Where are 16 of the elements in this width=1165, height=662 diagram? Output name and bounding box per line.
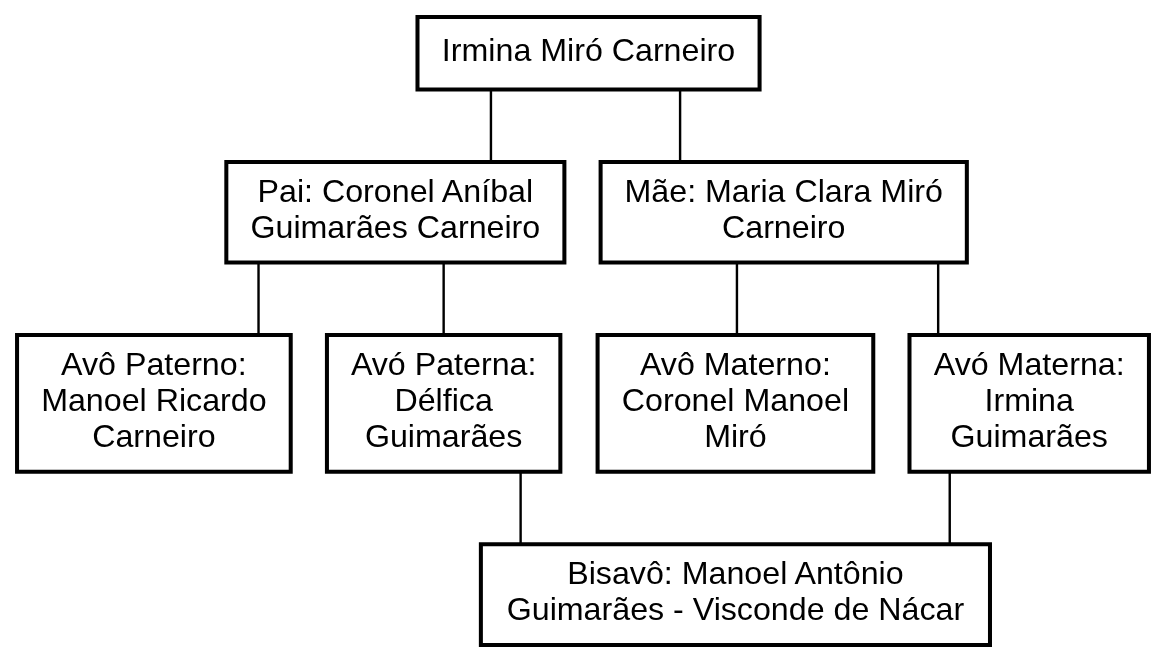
connector — [936, 263, 939, 335]
connector — [489, 90, 492, 162]
node-box: Avó Materna: Irmina Guimarães — [907, 333, 1151, 474]
node-box: Avô Materno: Coronel Manoel Miró — [595, 333, 875, 474]
connector — [256, 263, 260, 335]
node-box: Irmina Miró Carneiro — [415, 15, 762, 92]
connector — [441, 263, 445, 335]
node-box: Avó Paterna: Délfica Guimarães — [324, 333, 562, 474]
connector — [948, 471, 951, 544]
connector — [735, 263, 738, 335]
node-box: Mãe: Maria Clara Miró Carneiro — [598, 159, 969, 265]
connector — [678, 90, 681, 162]
node-box: Avô Paterno: Manoel Ricardo Carneiro — [14, 333, 293, 474]
connector — [518, 471, 522, 544]
node-box: Pai: Coronel Aníbal Guimarães Carneiro — [223, 159, 566, 265]
node-box: Bisavô: Manoel Antônio Guimarães - Visconde de Nácar — [478, 542, 992, 647]
